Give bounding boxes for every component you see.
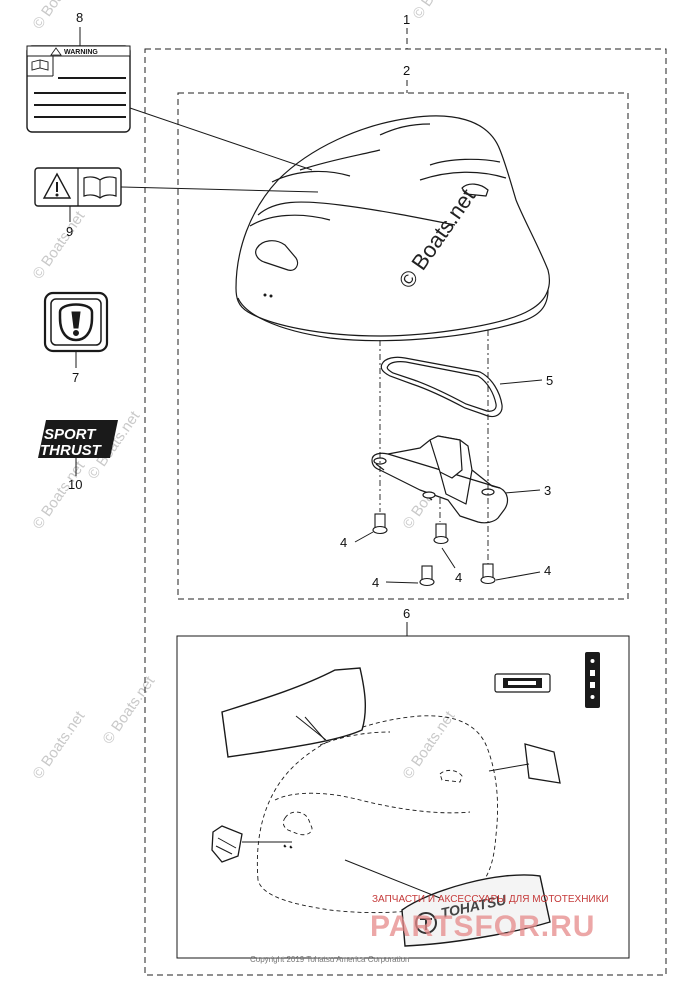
part-number-7: 7: [72, 370, 79, 385]
side-decal-large: [221, 667, 367, 758]
top-cowl: [235, 115, 551, 342]
leader-3: [504, 489, 541, 494]
assembly-1-boundary: [144, 48, 667, 976]
watermark-3: © Boats.net: [29, 207, 88, 282]
part-number-5: 5: [546, 373, 553, 388]
shop-banner: ЗАПЧАСТИ И АКСЕССУАРЫ ДЛЯ МОТОТЕХНИКИ PA…: [370, 894, 609, 943]
watermark-8: © Boats.net: [99, 672, 158, 747]
bolt-a: [372, 513, 388, 535]
leader-5: [499, 379, 543, 385]
part-number-1: 1: [403, 12, 410, 27]
alignment-lines: [379, 330, 489, 565]
icon-decal: [43, 291, 109, 353]
part-number-4a: 4: [340, 535, 347, 550]
bolt-leaders: [354, 531, 541, 584]
part-number-2: 2: [403, 63, 410, 78]
cowl-seal: [380, 356, 503, 418]
side-decal-small: [211, 825, 292, 863]
watermark-7: © Boats.net: [29, 707, 88, 782]
watermark-9: © Boats.net: [399, 707, 458, 782]
bolt-c: [419, 565, 435, 587]
part-number-10: 10: [68, 477, 82, 492]
part-number-4b: 4: [455, 570, 462, 585]
warning-label: [26, 45, 131, 133]
part-number-8: 8: [76, 10, 83, 25]
watermark-4: © Boats.net: [29, 457, 88, 532]
bolt-b: [433, 523, 449, 545]
leader-decal-large: [304, 716, 326, 741]
bolt-d: [480, 563, 496, 585]
brand-decal: TOHATSU: [344, 859, 551, 947]
caution-label: [34, 167, 122, 207]
latch-bracket: [371, 435, 509, 524]
thrust-text: THRUST: [40, 442, 103, 459]
model-badge: [494, 673, 551, 693]
shop-banner-line2: PARTSFOR.RU: [370, 910, 595, 943]
part-number-4c: 4: [372, 575, 379, 590]
shop-banner-line1: ЗАПЧАСТИ И АКСЕССУАРЫ ДЛЯ МОТОТЕХНИКИ: [372, 894, 609, 905]
ghost-cowl: [256, 715, 498, 914]
shift-decal: [585, 652, 600, 708]
part-number-3: 3: [544, 483, 551, 498]
copyright-text: Copyright 2019 Tohatsu America Corporati…: [250, 955, 410, 964]
sport-text: SPORT: [44, 426, 97, 443]
leader-8-to-cowl: [129, 107, 313, 171]
side-decal-right: [488, 743, 561, 784]
assembly-2-boundary: [177, 92, 629, 600]
part-number-4d: 4: [544, 563, 551, 578]
leader-9-to-cowl: [120, 186, 319, 193]
decal-set-boundary: [176, 635, 630, 959]
warning-label-text: WARNING: [64, 49, 98, 56]
watermark-2: © Boats.net: [409, 0, 468, 22]
part-number-9: 9: [66, 224, 73, 239]
sport-thrust-decal: SPORT THRUST: [38, 420, 118, 459]
bolts: [372, 513, 496, 587]
part-number-6: 6: [403, 606, 410, 621]
